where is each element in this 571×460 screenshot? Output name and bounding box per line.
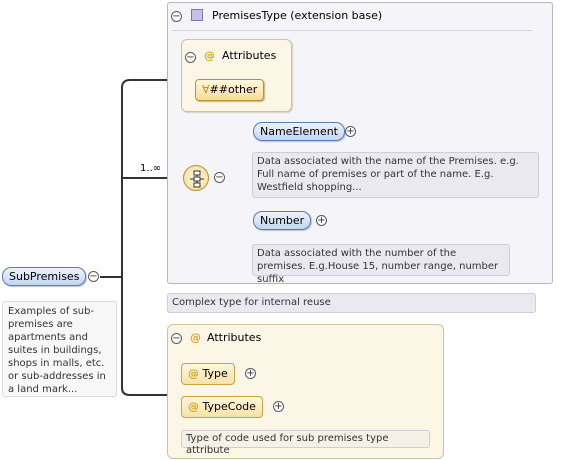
expand-icon[interactable]: + <box>273 401 284 412</box>
complex-type-title: PremisesType (extension base) <box>212 9 383 22</box>
element-name: Number <box>260 214 305 227</box>
element-documentation: Data associated with the number of the p… <box>252 244 510 285</box>
element-name: SubPremises <box>9 270 80 283</box>
attributes-title: Attributes <box>207 331 262 344</box>
element-nameelement[interactable]: NameElement <box>253 122 345 141</box>
complex-type-documentation: Complex type for internal reuse <box>167 293 536 313</box>
collapse-icon[interactable]: − <box>88 271 99 282</box>
attribute-typecode[interactable]: @ TypeCode <box>181 396 263 418</box>
attribute-type[interactable]: @ Type <box>181 363 235 385</box>
sequence-glyph <box>190 170 204 188</box>
attribute-icon: @ <box>204 49 215 62</box>
element-documentation: Data associated with the name of the Pre… <box>252 152 539 198</box>
element-subpremises[interactable]: SubPremises <box>2 267 87 286</box>
collapse-icon[interactable]: − <box>171 333 182 344</box>
expand-icon[interactable]: + <box>245 368 256 379</box>
collapse-icon[interactable]: − <box>214 172 225 183</box>
attribute-icon: @ <box>188 367 199 380</box>
attribute-icon: @ <box>188 400 199 413</box>
cardinality: 1..∞ <box>140 163 162 174</box>
complex-type-icon <box>191 9 203 21</box>
attribute-name: Type <box>202 367 228 380</box>
sequence-icon[interactable] <box>183 165 209 191</box>
divider <box>172 30 532 31</box>
attribute-icon: @ <box>190 331 201 344</box>
any-attribute[interactable]: ∀##other <box>195 79 265 101</box>
element-number[interactable]: Number <box>253 211 312 230</box>
expand-icon[interactable]: + <box>316 215 327 226</box>
element-documentation: Examples of sub-premises are apartments … <box>2 301 117 397</box>
element-name: NameElement <box>260 125 338 138</box>
collapse-icon[interactable]: − <box>171 11 182 22</box>
attribute-name: TypeCode <box>202 400 256 413</box>
expand-icon[interactable]: + <box>345 126 356 137</box>
wildcard-icon: ∀ <box>202 83 210 96</box>
attribute-documentation: Type of code used for sub premises type … <box>181 430 430 456</box>
any-attribute-label: ##other <box>209 83 258 96</box>
collapse-icon[interactable]: − <box>185 52 196 63</box>
attributes-title: Attributes <box>222 49 277 62</box>
